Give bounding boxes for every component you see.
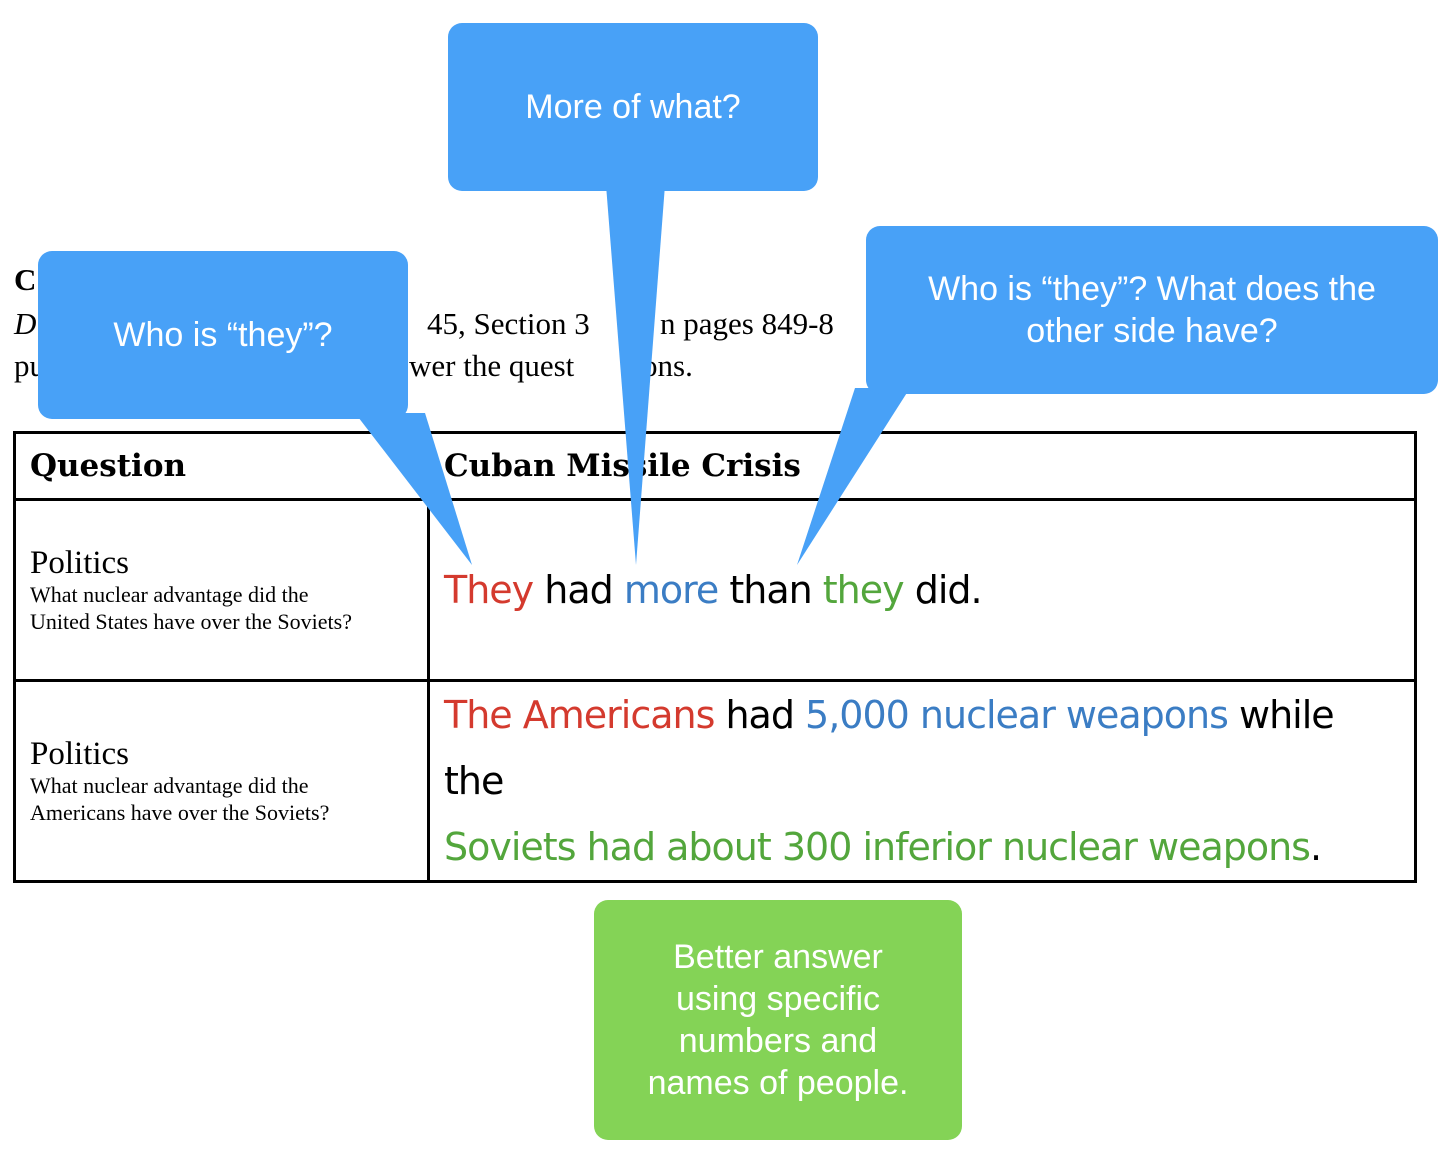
question-text-line: Americans have over the Soviets?	[30, 800, 330, 825]
callout-text-line: Better answer	[673, 938, 883, 976]
answer-segment: more	[623, 568, 719, 612]
answer-segment: while the	[444, 693, 1335, 803]
callout-text-line: Who is “they”? What does the	[928, 270, 1376, 308]
question-text-line: What nuclear advantage did the	[30, 582, 309, 607]
callout-text-line: other side have?	[1026, 312, 1278, 350]
worksheet-table: Question Cuban Missile Crisis Politics W…	[13, 431, 1417, 883]
table-row: Politics What nuclear advantage did the …	[13, 498, 1417, 682]
answer-segment: had	[533, 568, 624, 612]
callout-who-is-they: Who is “they”?	[38, 251, 408, 419]
answer-cell: The Americans had 5,000 nuclear weapons …	[427, 679, 1417, 883]
question-category: Politics	[30, 545, 130, 581]
callout-more-of-what: More of what?	[448, 23, 818, 191]
column-header-topic: Cuban Missile Crisis	[427, 431, 1417, 501]
answer-segment: 5,000 nuclear weapons	[805, 693, 1229, 737]
callout-who-is-they-other-side: Who is “they”? What does the other side …	[866, 226, 1438, 394]
callout-text-line: using specific	[675, 980, 881, 1018]
instructions-fragment: D	[14, 306, 37, 341]
callout-text-line: numbers and	[678, 1022, 878, 1060]
answer-segment: They	[444, 568, 534, 612]
table-row: Politics What nuclear advantage did the …	[13, 679, 1417, 883]
answer-segment: .	[1309, 825, 1322, 869]
answer-segment: did.	[903, 568, 983, 612]
answer-text-line: The Americans had 5,000 nuclear weapons …	[444, 682, 1400, 814]
question-text-line: United States have over the Soviets?	[30, 609, 352, 634]
answer-text-line: Soviets had about 300 inferior nuclear w…	[444, 814, 1400, 880]
answer-segment: than	[718, 568, 823, 612]
callout-better-answer: Better answer using specific numbers and…	[594, 900, 962, 1140]
question-text-line: What nuclear advantage did the	[30, 773, 309, 798]
question-category: Politics	[30, 736, 130, 772]
instructions-fragment: wer the quest	[409, 348, 575, 383]
heading-fragment: C	[14, 262, 37, 297]
callout-text: More of what?	[525, 88, 741, 126]
table-header-row: Question Cuban Missile Crisis	[13, 431, 1417, 501]
question-cell: Politics What nuclear advantage did the …	[13, 679, 430, 883]
answer-segment: Soviets had about 300 inferior nuclear w…	[444, 825, 1311, 869]
question-cell: Politics What nuclear advantage did the …	[13, 498, 430, 682]
answer-segment: The Americans	[444, 693, 715, 737]
answer-text: They had more than they did.	[444, 557, 1400, 623]
answer-segment: had	[714, 693, 806, 737]
instructions-fragment: 45, Section 3	[427, 306, 590, 341]
instructions-fragment: n pages 849-8	[660, 306, 834, 341]
callout-text: Who is “they”?	[113, 316, 333, 354]
instructions-fragment: ons.	[642, 348, 693, 383]
answer-segment: they	[822, 568, 905, 612]
column-header-question: Question	[13, 431, 430, 501]
answer-cell: They had more than they did.	[427, 498, 1417, 682]
callout-text-line: names of people.	[647, 1064, 909, 1102]
